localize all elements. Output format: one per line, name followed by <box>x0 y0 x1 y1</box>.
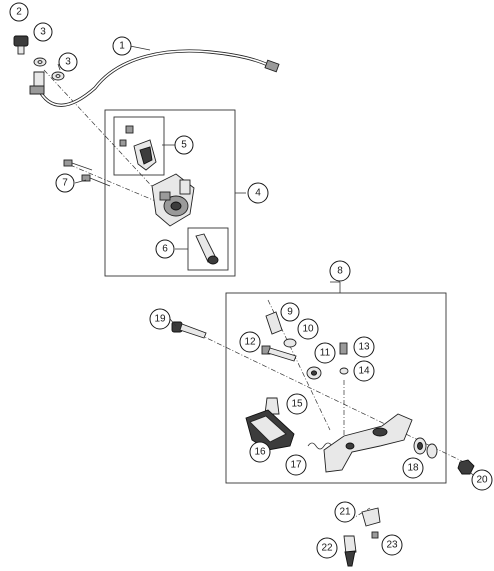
callout-8-label: 8 <box>337 266 343 277</box>
callout-9-label: 9 <box>287 307 293 318</box>
callout-8: 8 <box>329 260 351 282</box>
callout-12: 12 <box>239 331 261 353</box>
callout-11: 11 <box>314 342 336 364</box>
callout-21-label: 21 <box>339 507 351 518</box>
callout-21: 21 <box>334 501 356 523</box>
callout-5: 5 <box>174 135 194 155</box>
callout-3-lower-label: 3 <box>65 57 71 68</box>
callout-11-label: 11 <box>320 348 331 359</box>
switch-bracket <box>361 507 381 527</box>
callout-6: 6 <box>155 239 175 259</box>
callout-4-label: 4 <box>255 188 261 199</box>
callout-16: 16 <box>249 441 271 463</box>
sealing-washer-lower <box>51 71 65 81</box>
callout-19: 19 <box>149 308 171 330</box>
callout-15-label: 15 <box>291 399 303 410</box>
callout-15: 15 <box>286 393 308 415</box>
pivot-bolt <box>171 321 207 339</box>
callout-20-label: 20 <box>476 475 488 486</box>
callout-2-label: 2 <box>16 7 22 18</box>
pin-13 <box>339 342 349 375</box>
callout-19-label: 19 <box>154 314 166 325</box>
callout-23: 23 <box>381 534 403 556</box>
sealing-washer-upper <box>33 57 47 67</box>
callout-12-label: 12 <box>244 337 256 348</box>
group-frame-5 <box>113 116 165 176</box>
callout-1: 1 <box>112 36 132 56</box>
callout-6-label: 6 <box>162 244 168 255</box>
banjo-bolt <box>13 35 29 55</box>
callout-2: 2 <box>9 2 29 22</box>
callout-7: 7 <box>55 173 75 193</box>
nut-20 <box>457 459 475 475</box>
callout-10: 10 <box>297 318 319 340</box>
callout-3-upper: 3 <box>33 22 53 42</box>
brake-light-switch <box>343 535 357 567</box>
callout-9: 9 <box>280 302 300 322</box>
callout-22-label: 22 <box>321 543 333 554</box>
callout-17-label: 17 <box>290 460 302 471</box>
callout-3-upper-label: 3 <box>40 27 46 38</box>
leader-lines <box>57 45 474 476</box>
return-spring <box>307 442 333 450</box>
callout-10-label: 10 <box>302 324 314 335</box>
callout-20: 20 <box>471 469 493 491</box>
callout-7-label: 7 <box>62 178 68 189</box>
callout-3-lower: 3 <box>58 52 78 72</box>
adjuster-12 <box>261 345 297 362</box>
adjuster-bushing <box>265 311 283 335</box>
hose-fitting <box>195 233 219 265</box>
callout-18-label: 18 <box>407 463 419 474</box>
bushing-11 <box>306 366 322 380</box>
callout-4: 4 <box>247 182 269 204</box>
callout-22: 22 <box>316 537 338 559</box>
callout-13: 13 <box>353 336 375 358</box>
mounting-screws <box>63 159 111 187</box>
callout-5-label: 5 <box>181 140 187 151</box>
brake-hose <box>29 49 280 107</box>
step-plate <box>245 409 295 451</box>
brake-pedal-lever <box>323 413 413 473</box>
group-frame-8 <box>225 292 447 484</box>
callout-17: 17 <box>285 454 307 476</box>
bearing-set <box>413 437 438 459</box>
callout-14-label: 14 <box>358 366 370 377</box>
callout-1-label: 1 <box>119 41 125 52</box>
callout-18: 18 <box>402 457 424 479</box>
nut-10 <box>283 338 297 348</box>
reservoir-kit <box>119 125 157 171</box>
callout-23-label: 23 <box>386 540 398 551</box>
callout-13-label: 13 <box>358 342 370 353</box>
brake-master-cylinder <box>151 173 195 227</box>
callout-16-label: 16 <box>254 447 266 458</box>
callout-14: 14 <box>353 360 375 382</box>
screw-23 <box>371 531 379 539</box>
